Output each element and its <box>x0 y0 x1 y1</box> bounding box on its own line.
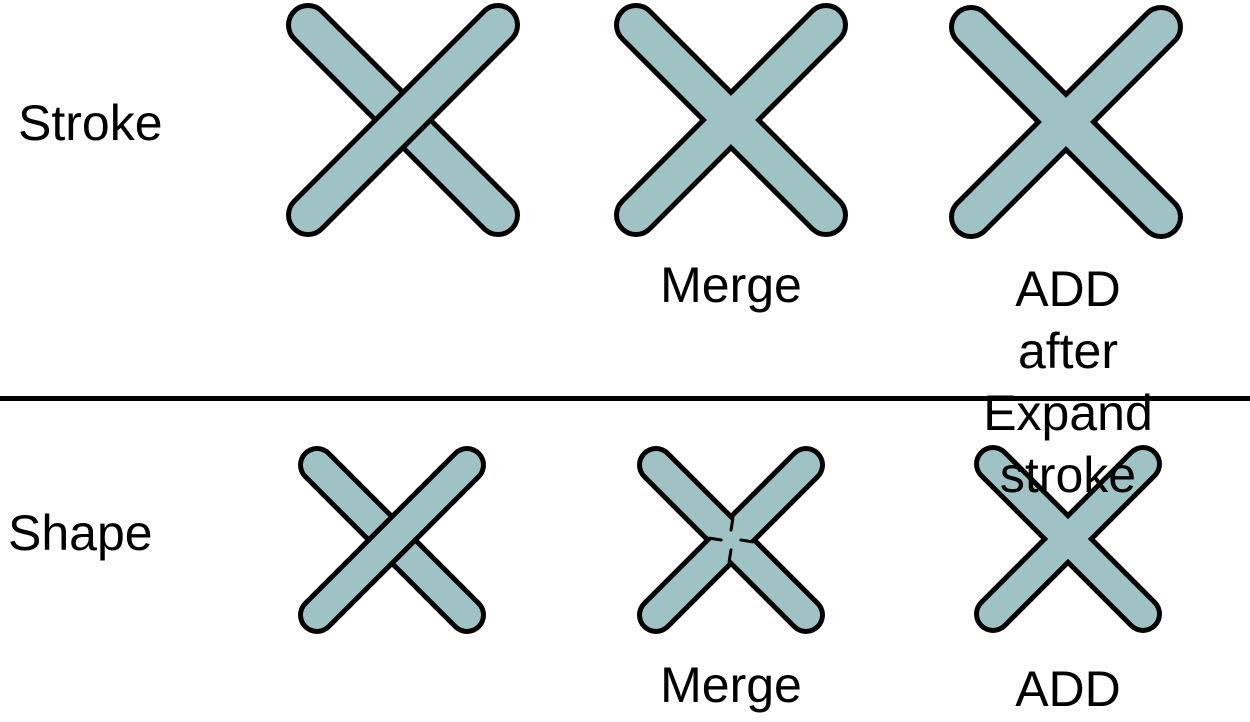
row-label-stroke: Stroke <box>18 95 163 151</box>
caption-shape-merge: Merge <box>660 657 802 713</box>
row-divider <box>0 396 1250 401</box>
stroke-x-original <box>286 3 520 237</box>
shape-x-merge <box>637 446 825 634</box>
stroke-x-merge <box>614 3 848 237</box>
shape-x-original <box>298 446 486 634</box>
shape-x-add <box>974 445 1162 633</box>
caption-stroke-merge: Merge <box>660 257 802 313</box>
caption-stroke-add-expand: ADD after Expand stroke <box>983 261 1153 503</box>
caption-shape-add: ADD <box>1015 661 1121 717</box>
row-label-shape: Shape <box>8 505 153 561</box>
stroke-x-add-expand <box>949 5 1183 239</box>
